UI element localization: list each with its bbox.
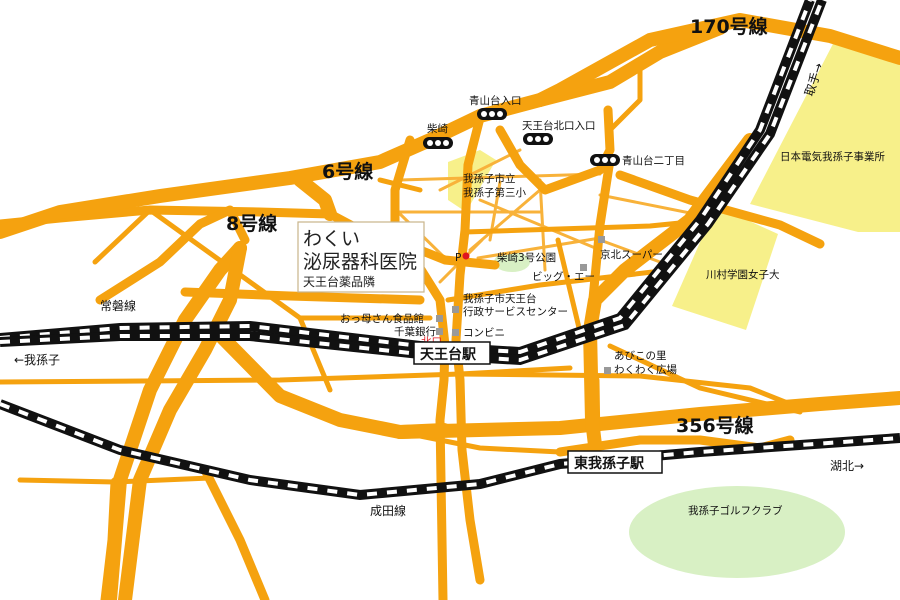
clinic-label: わくい 泌尿器科医院 天王台薬品隣 bbox=[297, 221, 425, 293]
konbini-label: コンビニ bbox=[463, 327, 505, 339]
park-area bbox=[494, 252, 530, 272]
school-label-1: 我孫子市立 bbox=[463, 172, 516, 185]
city-center-label-1: 我孫子市天王台 bbox=[463, 292, 537, 305]
chiba-bank-marker bbox=[436, 328, 443, 335]
school-area bbox=[448, 150, 496, 212]
small-roads bbox=[0, 67, 803, 485]
direction-kohoku: 湖北→ bbox=[830, 458, 864, 473]
route-170-road bbox=[533, 13, 900, 107]
joban-line-track bbox=[0, 0, 827, 366]
clinic-subtitle: 天王台薬品隣 bbox=[303, 274, 375, 289]
joban-line-label: 常磐線 bbox=[100, 298, 136, 313]
abiko-sato-label-1: あびこの里 bbox=[614, 350, 667, 362]
route-170-label: 170号線 bbox=[690, 15, 768, 38]
route-8-road bbox=[103, 241, 247, 600]
clinic-name-line1: わくい bbox=[303, 228, 360, 250]
golf-course-area bbox=[629, 486, 845, 578]
narita-line-track bbox=[0, 399, 900, 501]
svg-text:青山台二丁目: 青山台二丁目 bbox=[622, 154, 685, 167]
park-label: 柴崎3号公園 bbox=[497, 251, 556, 264]
svg-text:天王台北口入口: 天王台北口入口 bbox=[522, 119, 596, 132]
clinic-location-marker bbox=[462, 252, 470, 260]
abiko-sato-label-2: わくわく広場 bbox=[614, 363, 677, 376]
signal-shibasaki: 柴崎 bbox=[423, 122, 453, 149]
city-center-marker bbox=[452, 306, 459, 313]
svg-text:青山台入口: 青山台入口 bbox=[469, 94, 522, 107]
route-356-label: 356号線 bbox=[676, 414, 754, 437]
signal-tennodai-kitaguchi-iriguchi: 天王台北口入口 bbox=[522, 119, 596, 145]
abiko-sato-marker bbox=[604, 367, 611, 374]
kawamura-label: 川村学園女子大 bbox=[706, 268, 780, 281]
okkasan-marker bbox=[436, 315, 443, 322]
parking-label: P bbox=[455, 252, 461, 264]
okkasan-label: おっ母さん食品館 bbox=[340, 312, 424, 325]
svg-text:東我孫子駅: 東我孫子駅 bbox=[574, 455, 645, 472]
big-a-label: ビッグ・エー bbox=[532, 270, 595, 283]
city-center-label-2: 行政サービスセンター bbox=[463, 305, 568, 318]
route-356-road bbox=[393, 391, 900, 439]
svg-text:柴崎: 柴崎 bbox=[427, 122, 448, 135]
signal-aoyamadai-nichome: 青山台二丁目 bbox=[590, 154, 685, 167]
chiba-bank-label: 千葉銀行 bbox=[394, 325, 436, 338]
narita-line-label: 成田線 bbox=[370, 503, 406, 518]
route-6-label: 6号線 bbox=[322, 160, 373, 183]
golf-label: 我孫子ゴルフクラブ bbox=[688, 504, 783, 517]
signal-aoyamadai-iriguchi: 青山台入口 bbox=[469, 94, 522, 120]
school-label-2: 我孫子第三小 bbox=[463, 186, 526, 199]
svg-text:天王台駅: 天王台駅 bbox=[420, 346, 477, 363]
big-a-marker bbox=[580, 264, 587, 271]
nec-label: 日本電気我孫子事業所 bbox=[780, 150, 885, 163]
higashi-abiko-station: 東我孫子駅 bbox=[567, 450, 663, 474]
nec-campus-area bbox=[750, 40, 900, 232]
keihoku-label: 京北スーパー bbox=[600, 248, 663, 261]
clinic-name-line2: 泌尿器科医院 bbox=[303, 251, 417, 273]
tennodai-station: 天王台駅 bbox=[413, 341, 491, 365]
route-8-label: 8号線 bbox=[226, 212, 277, 235]
kawamura-campus-area bbox=[672, 206, 778, 330]
konbini-marker bbox=[452, 329, 459, 336]
keihoku-marker bbox=[598, 236, 605, 243]
direction-abiko: ←我孫子 bbox=[14, 353, 60, 367]
